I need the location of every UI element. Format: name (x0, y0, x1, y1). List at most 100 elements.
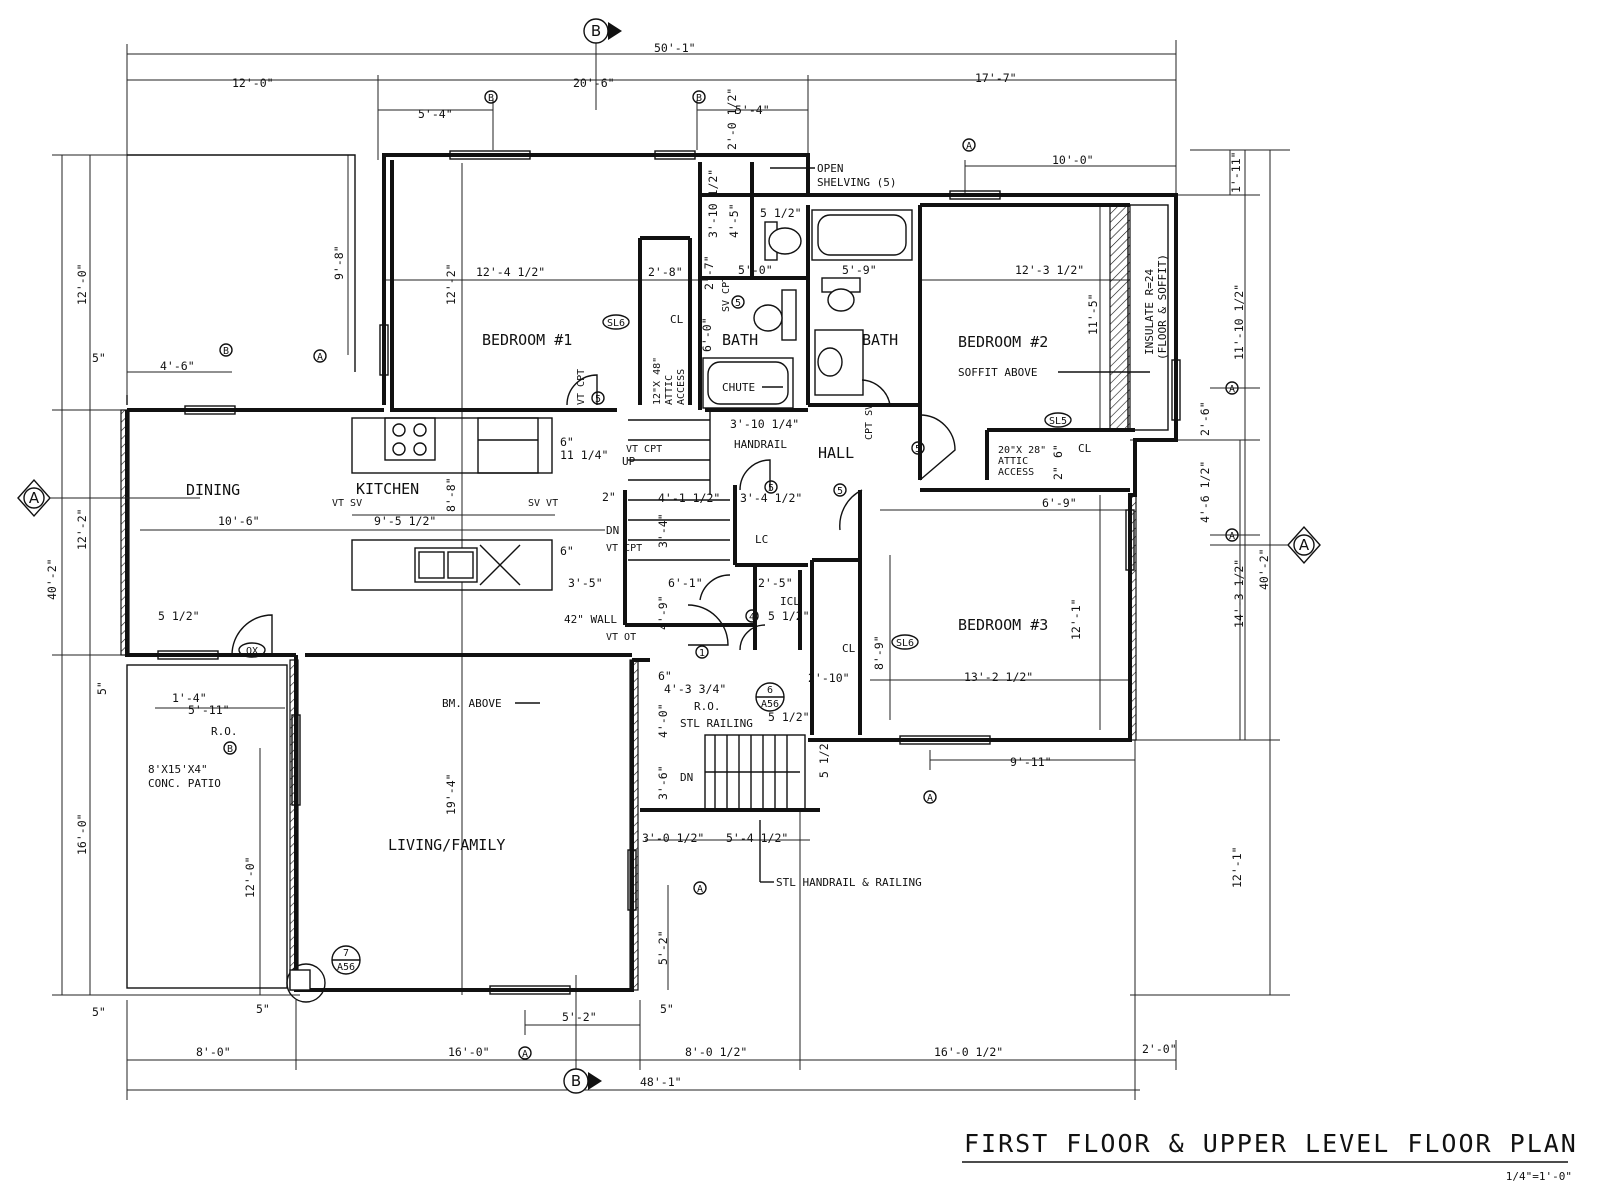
note-handrail: HANDRAIL (734, 438, 787, 451)
dim: 16'-0" (75, 813, 89, 855)
room-label-bedroom-3: BEDROOM #3 (958, 616, 1048, 634)
dim: 2'-0 1/2" (725, 88, 739, 150)
note-soffit-above: SOFFIT ABOVE (958, 366, 1037, 379)
dim: 4'-6" (160, 359, 195, 373)
dim: 6" (560, 435, 574, 449)
dim: 6'-0" (700, 317, 714, 352)
note-attic-access: ATTIC (664, 375, 675, 405)
dim: 2'-5" (758, 576, 793, 590)
dim: 5" (95, 681, 109, 695)
note-attic-access-size: 20"X 28" (998, 445, 1046, 456)
dim: 16'-0" (448, 1045, 490, 1059)
grid-marker-top: B (583, 18, 622, 44)
room-label-closet-2: CL (1078, 442, 1092, 455)
window-tag-sl5: SL5 (1049, 416, 1067, 427)
dim: 3'-6" (656, 765, 670, 800)
grid-marker-right-label: A (1299, 536, 1310, 554)
dim: 3'-5" (568, 576, 603, 590)
grid-tags (219, 90, 1239, 1060)
dim: 5 1/2" (760, 206, 802, 220)
dim: 5'-4" (418, 107, 453, 121)
note-steel-railing: STL RAILING (680, 717, 753, 730)
grid-tag: A (927, 793, 933, 804)
dim: 5'-11" (188, 703, 230, 717)
room-label-closet-1: CL (670, 313, 684, 326)
grid-marker-left: A (17, 478, 200, 518)
door-tag: 4 (749, 612, 755, 623)
dim: 11'-10 1/2" (1232, 284, 1246, 360)
note-stair-up: UP (622, 455, 636, 468)
dim: 9'-11" (1010, 755, 1052, 769)
dim: 5 1/2" (768, 710, 810, 724)
grid-tag: A (697, 884, 703, 895)
door-tags (238, 295, 1072, 659)
note-open-shelving-count: SHELVING (5) (817, 176, 896, 189)
section-callout-7: 7 A56 (331, 945, 361, 975)
dim: 5" (92, 1005, 106, 1019)
dim: 5'-0" (738, 263, 773, 277)
grid-tag: B (696, 93, 702, 104)
grid-tag: A (522, 1049, 528, 1060)
section-callout-7-number: 7 (343, 948, 349, 959)
grid-tag: A (317, 352, 323, 363)
door-tag-labels: 5 5 5 5 5 4 1 OX SL6 SL6 SL5 (246, 298, 1067, 659)
dim: 2" (602, 490, 616, 504)
room-label-kitchen: KITCHEN (356, 480, 419, 498)
dim: 11 1/4" (560, 448, 608, 462)
dim: 8'-9" (872, 635, 886, 670)
note-steel-handrail-railing: STL HANDRAIL & RAILING (776, 876, 922, 889)
dim: 5" (660, 1002, 674, 1016)
room-label-bedroom-2: BEDROOM #2 (958, 333, 1048, 351)
room-label-hall: HALL (818, 444, 854, 462)
door-tag: 5 (595, 394, 601, 405)
dim: 12'-0" (243, 856, 257, 898)
dim: 9'-8" (332, 245, 346, 280)
note-insulate-scope: (FLOOR & SOFFIT) (1156, 254, 1169, 360)
grid-tag: B (223, 346, 229, 357)
dimension-lines (52, 40, 1290, 1100)
room-label-closet-3: CL (842, 642, 856, 655)
door-tag: 1 (699, 648, 705, 659)
grid-tag: B (488, 93, 494, 104)
door-tag: 5 (837, 486, 843, 497)
note-attic-access: ACCESS (676, 369, 687, 405)
dim: 5 1/2" (817, 736, 831, 778)
dim: 6'-9" (1042, 496, 1077, 510)
dim: 1'-4" (172, 691, 207, 705)
dim: 5" (256, 1002, 270, 1016)
dim: 12'-1" (1230, 846, 1244, 888)
dim: 12'-0" (232, 76, 274, 90)
dim: 4'-0" (656, 703, 670, 738)
window-tag-ox: OX (246, 646, 258, 657)
dim: 17'-7" (975, 71, 1017, 85)
door-tag: 5 (735, 298, 741, 309)
dim: 40'-2" (45, 558, 59, 600)
section-callout-6-number: 6 (767, 685, 773, 696)
dim: 3'-4 1/2" (740, 491, 802, 505)
drawing-title: FIRST FLOOR & UPPER LEVEL FLOOR PLAN (964, 1129, 1578, 1158)
note-stair-down: DN (606, 524, 619, 537)
dim: 4'-3 3/4" (664, 682, 726, 696)
dim: 12'-3 1/2" (1015, 263, 1084, 277)
dim: 6" (1051, 444, 1065, 458)
dim: 4'-5" (727, 203, 741, 238)
dim: 5'-9" (842, 263, 877, 277)
room-label-dining: DINING (186, 481, 240, 499)
note-floor-transition: VT SV (332, 498, 362, 509)
dim: 11'-5" (1086, 293, 1100, 335)
dim: 6" (658, 669, 672, 683)
note-rough-opening: R.O. (211, 725, 238, 738)
dim: 13'-2 1/2" (964, 670, 1033, 684)
room-label-linen-closet: LC (755, 533, 768, 546)
note-attic-access: ATTIC (998, 456, 1028, 467)
room-label-bath-1: BATH (722, 331, 758, 349)
dim: 2'-0" (1142, 1042, 1177, 1056)
grid-tag: A (1229, 531, 1235, 542)
dim: 10'-0" (1052, 153, 1094, 167)
section-callout-6: 6 A56 (755, 682, 785, 712)
note-floor-transition: CPT SV (864, 404, 875, 440)
grid-marker-top-label: B (591, 22, 601, 40)
dim: 12'-2" (444, 263, 458, 305)
dim: 5 1/2" (158, 609, 200, 623)
dim: 2'-6" (1198, 401, 1212, 436)
